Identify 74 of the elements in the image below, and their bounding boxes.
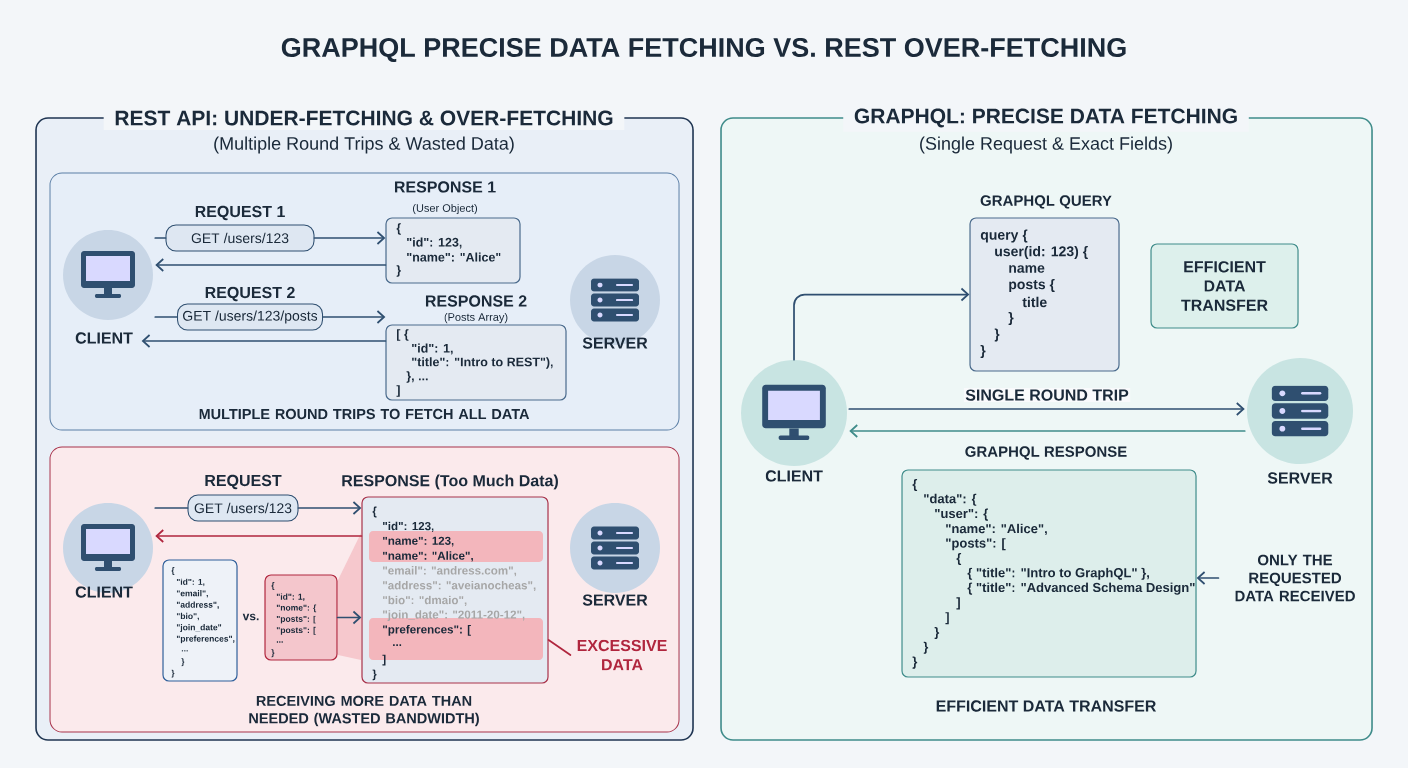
request-pill: GET /users/123 bbox=[187, 494, 299, 522]
caption: EFFICIENT DATA TRANSFER bbox=[936, 700, 1157, 712]
icon-label: SERVER bbox=[582, 337, 648, 349]
arrow bbox=[313, 231, 386, 245]
box-heading: RESPONSE 1 bbox=[394, 181, 496, 193]
node-label: "posts": [ bbox=[946, 538, 1006, 551]
node-label: } bbox=[934, 626, 940, 640]
callout-text: ONLY THE REQUESTED DATA RECEIVED bbox=[1235, 554, 1355, 602]
node-label: } bbox=[396, 265, 401, 277]
code-box: { "id": 123, "name": 123, "name": "Alice", "email": "andress.com", "address": "aveianocheas", "bio": "dmaio", "join_date": "2011-20-12", "preferences": [ ... ] } bbox=[361, 496, 549, 684]
arrow bbox=[155, 258, 387, 272]
arrow bbox=[849, 424, 1246, 438]
box-heading: RESPONSE (Too Much Data) bbox=[342, 474, 558, 490]
node-label: user(id: 123) { bbox=[995, 245, 1088, 260]
icon-label: CLIENT bbox=[75, 586, 133, 598]
callout-text: EXCESSIVE DATA bbox=[577, 639, 667, 671]
versus-label: vs. bbox=[242, 613, 259, 621]
arrow bbox=[793, 287, 970, 361]
node-label: "data": { bbox=[924, 493, 977, 506]
request-pill: GET /users/123/posts bbox=[176, 303, 324, 331]
node-label: name bbox=[1009, 265, 1045, 273]
node-label: } bbox=[980, 344, 986, 359]
node-label: { "title": "Advanced Schema Design" bbox=[967, 582, 1195, 595]
box-heading: GRAPHQL QUERY bbox=[980, 195, 1112, 209]
icon-label: CLIENT bbox=[765, 470, 823, 482]
edge-label: SINGLE ROUND TRIP bbox=[963, 388, 1131, 403]
node-label: { "title": "Intro to GraphQL" }, bbox=[967, 567, 1149, 580]
node-label: [ { bbox=[396, 329, 409, 341]
node-label: title bbox=[1022, 296, 1047, 308]
node-label: } bbox=[912, 656, 918, 669]
code-box: { "data": { "user": { "name": "Alice", "posts": [ { { "title": "Intro to GraphQL" }, { "title": "Advanced Schema Design" ] ] } } } bbox=[901, 469, 1197, 678]
node-label: } bbox=[1008, 311, 1014, 326]
title: GRAPHQL PRECISE DATA FETCHING VS. REST OVER-FETCHING bbox=[281, 37, 1126, 63]
request-label: REQUEST bbox=[205, 474, 282, 490]
node-label: ] bbox=[956, 597, 960, 610]
node-label: query { bbox=[980, 229, 1028, 243]
arrow bbox=[848, 402, 1245, 416]
arrow bbox=[336, 610, 362, 625]
arrow bbox=[322, 310, 386, 324]
arrow bbox=[1196, 571, 1220, 585]
node-label: { bbox=[912, 478, 918, 492]
node-label: "name": "Alice", bbox=[946, 523, 1047, 536]
request-pill: GET /users/123 bbox=[165, 224, 315, 252]
node-label: "id": 1, bbox=[412, 343, 453, 355]
code-box: query { user(id: 123) { name posts { title } } } bbox=[969, 217, 1120, 372]
node-label: { bbox=[396, 223, 401, 235]
node-label: ] bbox=[945, 612, 949, 625]
box-heading: RESPONSE 2 bbox=[425, 295, 527, 307]
request-label: REQUEST 1 bbox=[195, 205, 285, 221]
box-heading: (User Object) bbox=[413, 203, 477, 215]
node-label: { bbox=[956, 552, 962, 566]
node-label: "title": "Intro to REST"), bbox=[412, 357, 553, 369]
node-label: "id": 123, bbox=[407, 237, 462, 249]
info-box: EFFICIENT DATA TRANSFER bbox=[1150, 243, 1299, 329]
node-label: "name": "Alice" bbox=[407, 252, 501, 262]
node-label: } bbox=[923, 641, 929, 654]
icon-label: SERVER bbox=[582, 594, 648, 606]
node-label: "user": { bbox=[935, 508, 988, 521]
node-label: }, ... bbox=[406, 371, 428, 383]
code-box: [ { "id": 1, "title": "Intro to REST"), }, ... ] bbox=[385, 324, 567, 401]
code-box: { "id": 123, "name": "Alice" } bbox=[385, 217, 521, 284]
arrow bbox=[141, 334, 387, 348]
node-label: ] bbox=[396, 385, 400, 397]
code-box: { "id": 1, "email", "address", "bio", "join_date" "preferences", ... } } bbox=[162, 559, 238, 682]
arrow bbox=[155, 529, 363, 543]
node-label: } bbox=[994, 328, 1000, 342]
request-label: REQUEST 2 bbox=[205, 286, 295, 302]
icon-label: SERVER bbox=[1267, 472, 1333, 484]
code-box: { "id": 1, "nome": { "posts": [ "posts": [ ... } bbox=[264, 574, 338, 661]
node-label: posts { bbox=[1009, 278, 1055, 293]
icon-label: CLIENT bbox=[75, 332, 133, 344]
arrow bbox=[297, 501, 362, 515]
box-heading: (Posts Array) bbox=[444, 312, 508, 324]
box-heading: GRAPHQL RESPONSE bbox=[965, 446, 1127, 460]
